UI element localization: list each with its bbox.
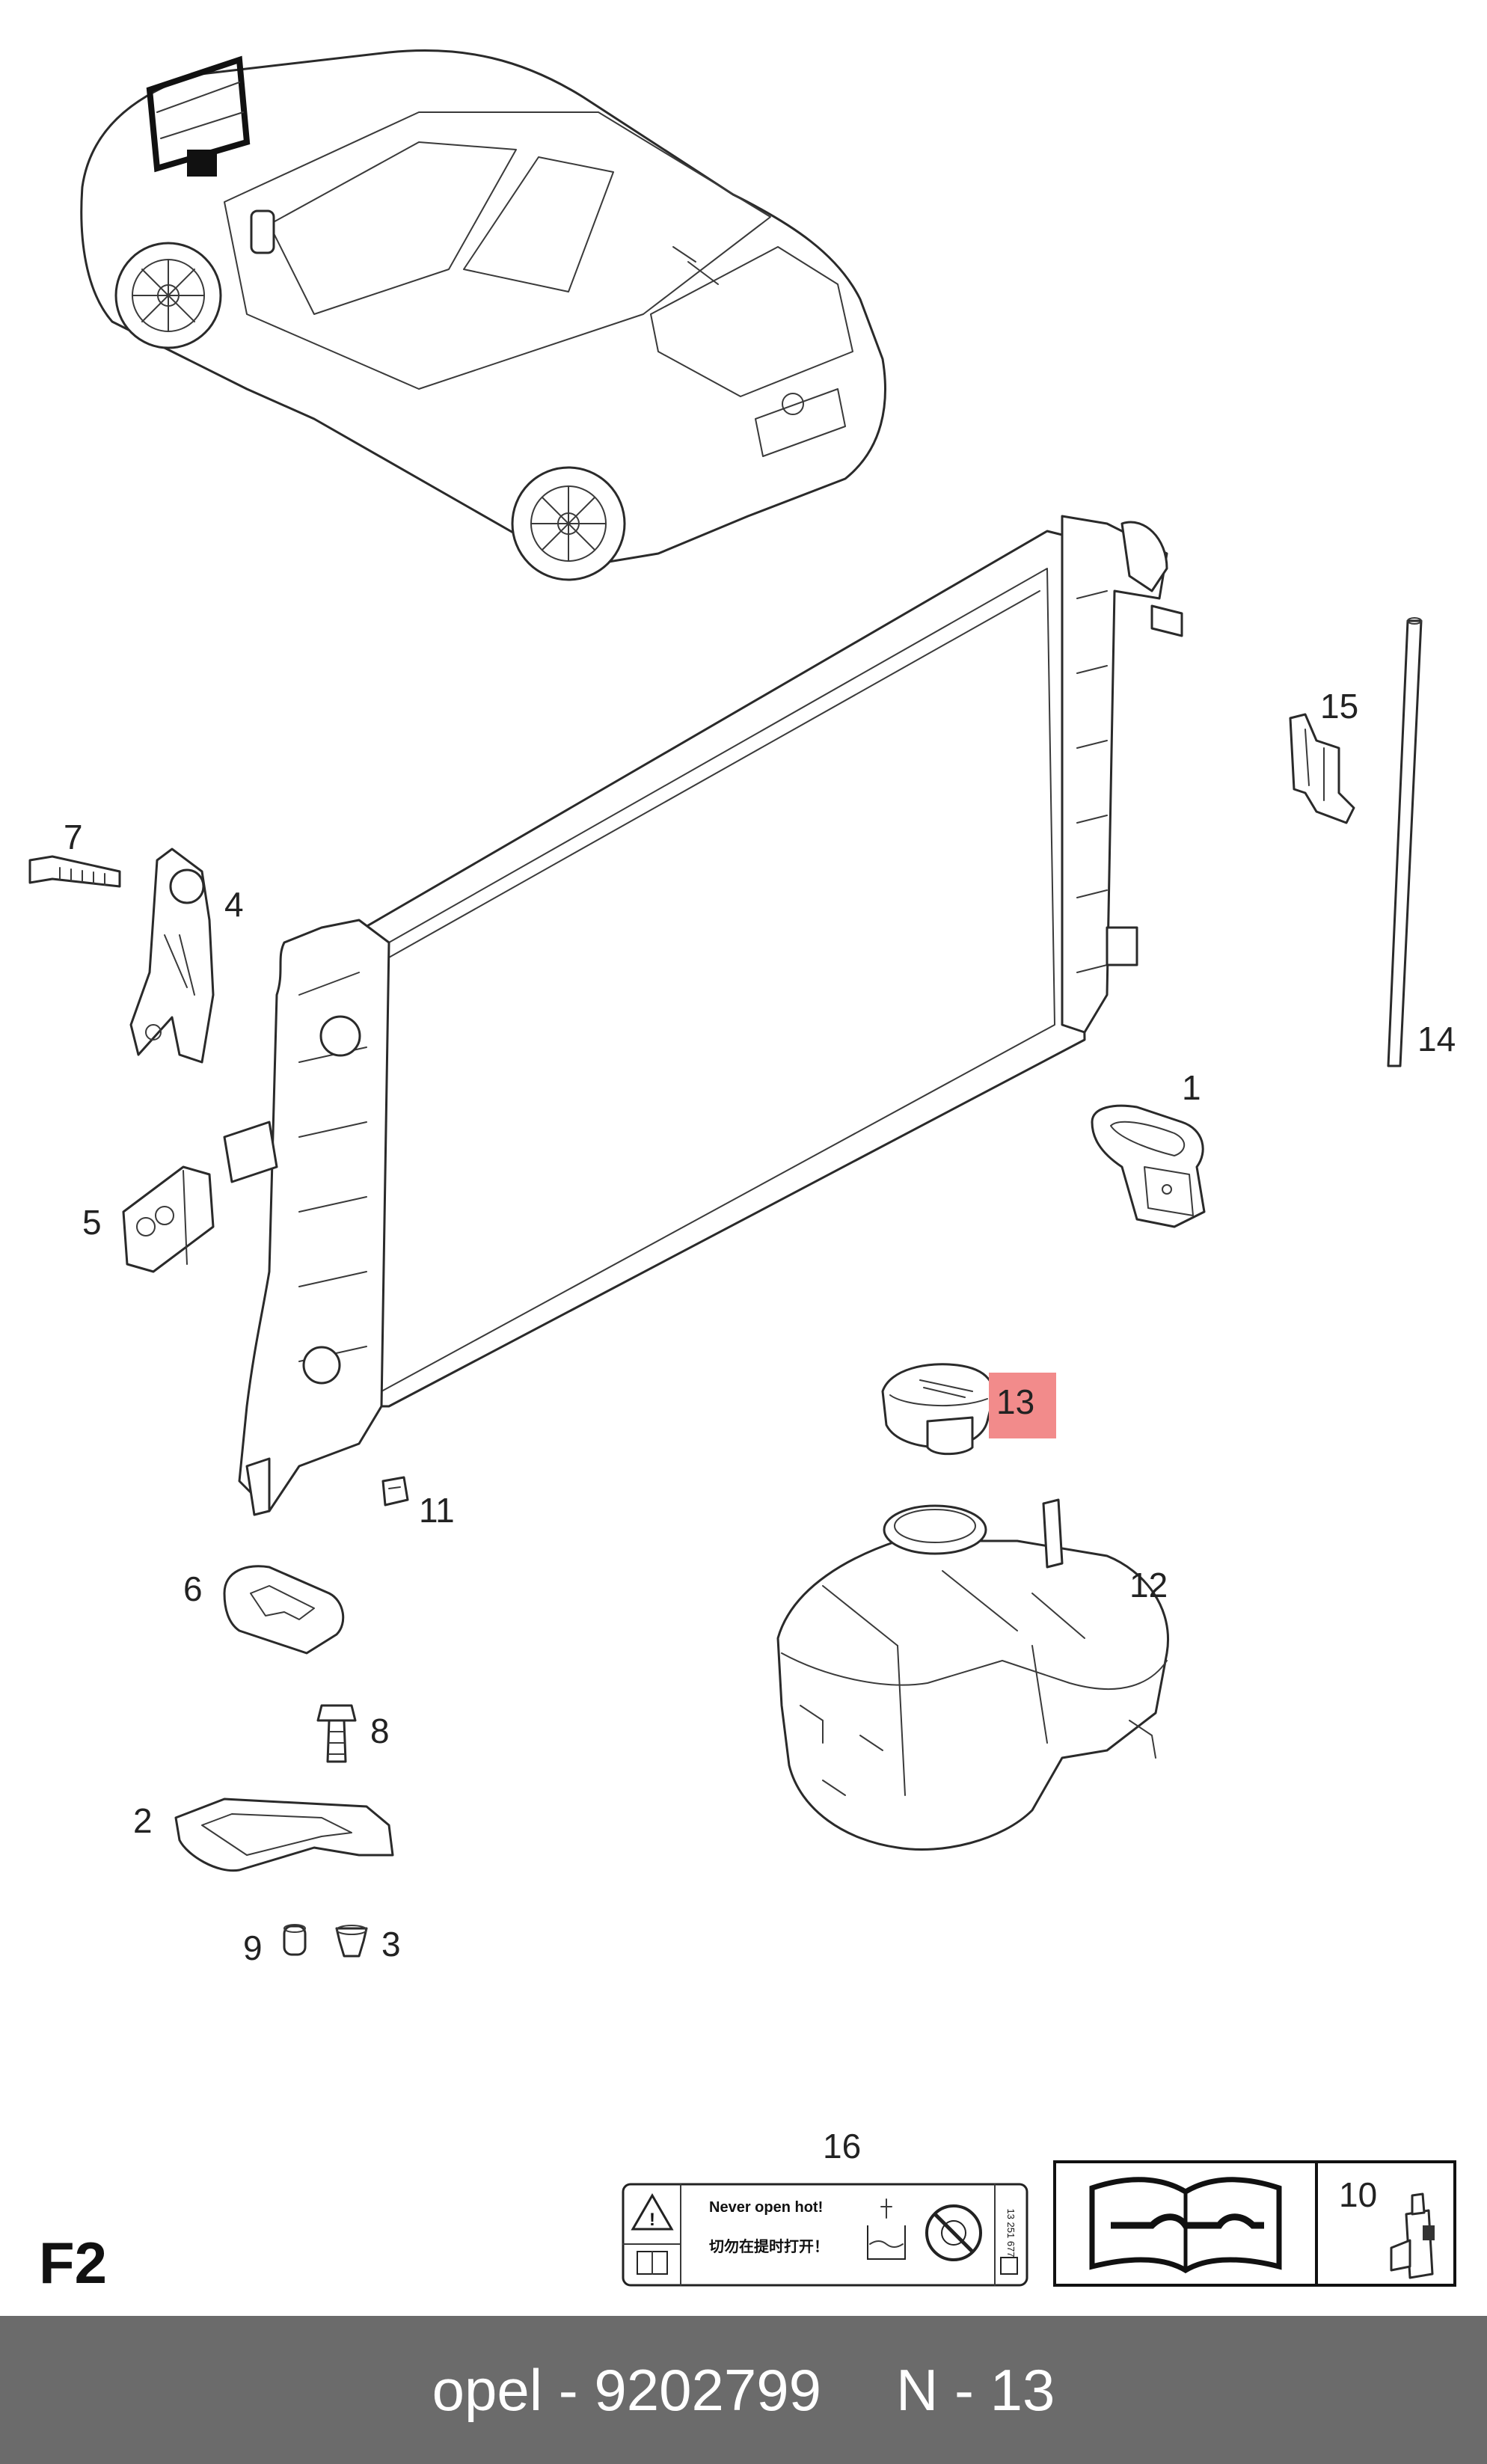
hot-coolant-icon xyxy=(867,2198,906,2260)
callout-9: 9 xyxy=(243,1928,263,1967)
callout-12: 12 xyxy=(1129,1566,1168,1605)
footer-ref: N - 13 xyxy=(896,2356,1055,2423)
footer-bar: opel - 9202799 N - 13 xyxy=(0,2316,1487,2464)
clip-part-3 xyxy=(335,1925,368,1958)
clip-part-11 xyxy=(381,1476,409,1507)
bolt-part-7 xyxy=(28,855,121,888)
service-manual-box xyxy=(1053,2160,1456,2287)
footer-brand-part: opel - 9202799 xyxy=(432,2356,822,2423)
radiator-cap-part-13 xyxy=(881,1363,995,1456)
callout-7: 7 xyxy=(64,818,83,856)
sealant-bottle-part-10 xyxy=(1390,2192,1435,2279)
callout-11: 11 xyxy=(419,1491,455,1530)
expansion-tank-part-12 xyxy=(776,1498,1169,1851)
no-open-icon xyxy=(925,2204,982,2261)
svg-text:!: ! xyxy=(649,2210,655,2230)
callout-3: 3 xyxy=(381,1925,401,1964)
callout-16: 16 xyxy=(823,2127,861,2166)
callout-13-highlight xyxy=(989,1373,1056,1438)
callout-14: 14 xyxy=(1417,1020,1456,1058)
warning-label-line2: 切勿在提时打开！ xyxy=(709,2237,829,2255)
car-illustration xyxy=(80,49,886,581)
warning-label-line1: Never open hot! xyxy=(709,2199,823,2216)
rubber-mount-part-5 xyxy=(122,1165,215,1273)
callout-15: 15 xyxy=(1320,687,1358,726)
callout-6: 6 xyxy=(183,1569,203,1608)
warning-triangle-icon: ! xyxy=(631,2193,674,2231)
callout-2: 2 xyxy=(133,1801,153,1840)
callout-labels: 7 4 5 6 8 2 9 3 11 1 15 14 13 12 16 10 xyxy=(64,687,1456,2214)
hose-part-14 xyxy=(1387,617,1423,1067)
car-radiator-location xyxy=(146,55,251,177)
grommet-part-6 xyxy=(223,1565,345,1655)
callout-8: 8 xyxy=(370,1711,390,1750)
sealant-bottle-icon xyxy=(1390,2192,1435,2279)
manual-book-icon xyxy=(637,2251,668,2275)
callout-1: 1 xyxy=(1182,1068,1201,1107)
callout-13: 13 xyxy=(996,1382,1034,1421)
parts-diagram: ! Never open hot! 切勿在提时打开！ 13 251 677 xyxy=(28,49,1456,2287)
section-code: F2 xyxy=(39,2230,108,2296)
callout-5: 5 xyxy=(82,1203,102,1242)
lower-bracket-part-2 xyxy=(174,1798,394,1872)
bracket-part-4 xyxy=(129,848,215,1064)
screw-part-8 xyxy=(316,1704,357,1763)
callout-10: 10 xyxy=(1339,2175,1377,2214)
warning-label-part-16: ! Never open hot! 切勿在提时打开！ 13 251 677 xyxy=(622,2183,1028,2287)
bushing-part-9 xyxy=(283,1924,307,1956)
bracket-part-15 xyxy=(1289,713,1355,824)
callout-4: 4 xyxy=(224,885,244,924)
warning-label-part-no: 13 251 677 xyxy=(1005,2208,1017,2257)
radiator xyxy=(223,515,1183,1516)
service-manual-wrench-icon xyxy=(1089,2177,1282,2274)
seal-part-1 xyxy=(1091,1104,1206,1228)
